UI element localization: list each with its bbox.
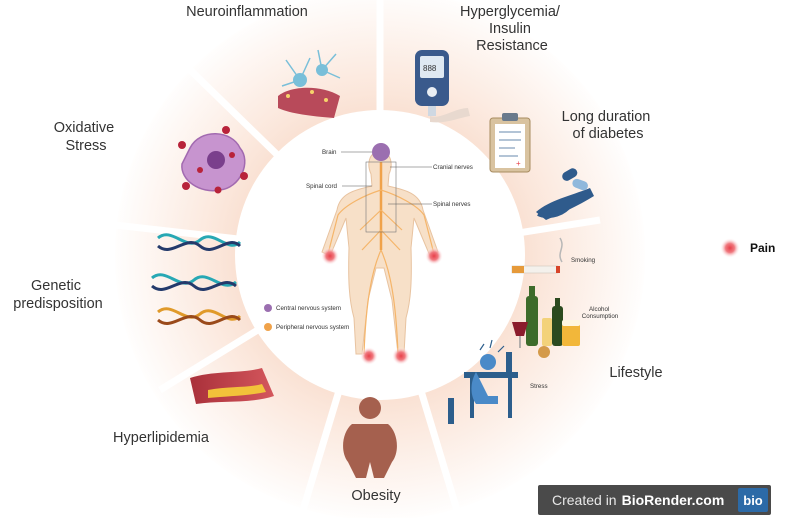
glucose-meter-icon: 888 — [415, 50, 470, 123]
anatomy-pointers — [341, 151, 432, 205]
label-hyperglycemia: Hyperglycemia/ Insulin Resistance — [460, 4, 564, 54]
label-spinal-nerves: Spinal nerves — [433, 201, 471, 208]
clipboard-icon: + — [489, 113, 531, 173]
pain-spot-right-hand — [425, 247, 443, 265]
cigarette-icon — [511, 237, 563, 274]
badge-created-text: Created in — [552, 492, 617, 508]
label-lifestyle: Lifestyle — [609, 365, 662, 381]
stressed-person-icon — [448, 339, 518, 424]
peripheral-nerves — [327, 189, 435, 355]
svg-text:888: 888 — [423, 64, 437, 73]
label-cranial-nerves: Cranial nerves — [433, 164, 473, 171]
bio-logo-icon: bio — [738, 488, 768, 512]
label-genetic-predisposition: Genetic predisposition — [13, 278, 102, 312]
legend-cns: Central nervous system — [276, 305, 341, 312]
obesity-figure-icon — [343, 397, 397, 478]
dna-icon — [151, 233, 242, 325]
label-brain: Brain — [322, 149, 337, 156]
oxidative-cell-icon — [178, 126, 248, 194]
pain-spot-left-foot — [360, 347, 378, 365]
label-alcohol: Alcohol Consumption — [582, 306, 619, 320]
pain-legend-dot — [720, 238, 740, 258]
badge-brand-text: BioRender.com — [621, 492, 725, 508]
alcohol-icon — [512, 286, 580, 358]
label-long-duration: Long duration of diabetes — [562, 109, 655, 142]
label-hyperlipidemia: Hyperlipidemia — [113, 430, 210, 446]
brain-icon — [372, 143, 390, 161]
legend-pns: Peripheral nervous system — [276, 324, 349, 331]
biorender-badge[interactable]: Created in BioRender.com bio — [538, 485, 771, 515]
human-body — [321, 143, 443, 365]
label-spinal-cord: Spinal cord — [306, 183, 338, 190]
label-obesity: Obesity — [351, 488, 401, 504]
pns-legend-dot — [264, 323, 272, 331]
neuron-icon — [278, 49, 341, 118]
label-oxidative-stress: Oxidative Stress — [54, 120, 118, 154]
pain-spot-left-hand — [321, 247, 339, 265]
label-neuroinflammation: Neuroinflammation — [186, 4, 308, 20]
pills-hand-icon — [536, 168, 594, 220]
spine-box — [365, 161, 397, 233]
artery-icon — [190, 368, 274, 404]
pain-spot-right-foot — [392, 347, 410, 365]
label-stress: Stress — [530, 383, 548, 390]
cns-legend-dot — [264, 304, 272, 312]
label-smoking: Smoking — [571, 257, 596, 264]
legend-pain: Pain — [750, 241, 775, 255]
svg-text:+: + — [516, 159, 521, 168]
